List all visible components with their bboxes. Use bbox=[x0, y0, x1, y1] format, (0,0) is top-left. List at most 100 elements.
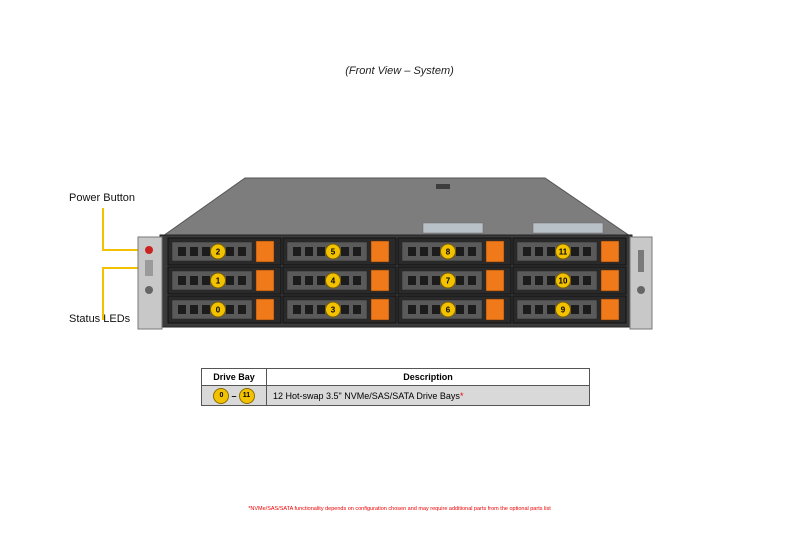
vent-slot bbox=[293, 305, 301, 314]
drive-latch bbox=[255, 269, 275, 292]
bay-number-label: 6 bbox=[446, 306, 451, 315]
vent-slot bbox=[523, 305, 531, 314]
bay-number-label: 9 bbox=[561, 306, 566, 315]
bay-number-label: 4 bbox=[331, 277, 336, 286]
drive-bay[interactable]: 10 bbox=[512, 266, 627, 295]
bay-number-badge bbox=[440, 243, 456, 260]
vent-slot bbox=[353, 305, 361, 314]
vent-slot bbox=[226, 305, 234, 314]
table-row: 0–11 12 Hot-swap 3.5" NVMe/SAS/SATA Driv… bbox=[201, 385, 590, 406]
drive-bay[interactable]: 8 bbox=[397, 237, 512, 266]
vent-slot bbox=[432, 247, 440, 256]
bay-number-label: 7 bbox=[446, 277, 451, 286]
vent-slot bbox=[305, 276, 313, 285]
bay-number-label: 2 bbox=[216, 248, 221, 257]
description-text: 12 Hot-swap 3.5" NVMe/SAS/SATA Drive Bay… bbox=[273, 390, 460, 401]
bay-number-label: 3 bbox=[331, 306, 336, 315]
drive-latch bbox=[485, 269, 505, 292]
drive-latch bbox=[485, 240, 505, 263]
vent-slot bbox=[583, 247, 591, 256]
power-button-label: Power Button bbox=[69, 192, 136, 204]
vent-slot bbox=[432, 276, 440, 285]
vent-slot bbox=[341, 276, 349, 285]
table-header-row: Drive Bay Description bbox=[201, 368, 590, 386]
vent-slot bbox=[432, 305, 440, 314]
vent-slot bbox=[420, 305, 428, 314]
bay-number-label: 8 bbox=[446, 248, 451, 257]
drive-bay[interactable]: 1 bbox=[167, 266, 282, 295]
drive-bay-table: Drive Bay Description 0–11 12 Hot-swap 3… bbox=[201, 368, 590, 406]
vent-slot bbox=[547, 305, 555, 314]
bay-number-badge bbox=[555, 301, 571, 318]
vent-slot bbox=[456, 247, 464, 256]
vent-slot bbox=[238, 305, 246, 314]
drive-bay[interactable]: 4 bbox=[282, 266, 397, 295]
vent-slot bbox=[535, 247, 543, 256]
vent-slot bbox=[226, 247, 234, 256]
vent-slot bbox=[408, 276, 416, 285]
power-button-icon bbox=[145, 246, 153, 254]
drive-bay[interactable]: 3 bbox=[282, 295, 397, 324]
drive-latch bbox=[485, 298, 505, 321]
range-separator: – bbox=[231, 390, 237, 401]
column-header-description: Description bbox=[266, 368, 590, 386]
bay-badge-start: 0 bbox=[213, 387, 230, 404]
vent-slot bbox=[190, 305, 198, 314]
bay-number-label: 1 bbox=[216, 277, 221, 286]
vent-slot bbox=[305, 305, 313, 314]
drive-bay[interactable]: 7 bbox=[397, 266, 512, 295]
description-cell: 12 Hot-swap 3.5" NVMe/SAS/SATA Drive Bay… bbox=[266, 385, 590, 406]
bay-number-label: 5 bbox=[331, 248, 336, 257]
bay-number-label: 0 bbox=[216, 306, 221, 315]
status-leds-label: Status LEDs bbox=[69, 313, 131, 325]
drive-bay[interactable]: 11 bbox=[512, 237, 627, 266]
vent-slot bbox=[468, 305, 476, 314]
vent-slot bbox=[341, 305, 349, 314]
bay-number-badge bbox=[555, 272, 571, 289]
description-asterisk: * bbox=[459, 390, 464, 401]
drive-bay[interactable]: 6 bbox=[397, 295, 512, 324]
vent-slot bbox=[583, 276, 591, 285]
vent-slot bbox=[468, 247, 476, 256]
bay-number-badge bbox=[440, 272, 456, 289]
drive-bay-range: 0–11 bbox=[201, 385, 267, 406]
vent-slot bbox=[571, 247, 579, 256]
vent-slot bbox=[420, 247, 428, 256]
vent-slot bbox=[238, 276, 246, 285]
vent-slot bbox=[547, 247, 555, 256]
footnote: *NVMe/SAS/SATA functionality depends on … bbox=[248, 506, 551, 512]
vent-slot bbox=[583, 305, 591, 314]
vent-slot bbox=[178, 305, 186, 314]
vent-slot bbox=[202, 276, 210, 285]
vent-slot bbox=[293, 276, 301, 285]
drive-bay[interactable]: 5 bbox=[282, 237, 397, 266]
vent-slot bbox=[190, 247, 198, 256]
vent-slot bbox=[190, 276, 198, 285]
vent-slot bbox=[202, 247, 210, 256]
drive-latch bbox=[255, 298, 275, 321]
bay-number-badge bbox=[325, 301, 341, 318]
drive-latch bbox=[370, 269, 390, 292]
bay-number-badge bbox=[325, 272, 341, 289]
bay-number-label: 11 bbox=[559, 248, 568, 257]
vent-slot bbox=[408, 247, 416, 256]
vent-slot bbox=[353, 276, 361, 285]
vent-slot bbox=[547, 276, 555, 285]
drive-bay[interactable]: 0 bbox=[167, 295, 282, 324]
status-leds-icon bbox=[145, 260, 153, 276]
vent-slot bbox=[571, 276, 579, 285]
vent-slot bbox=[317, 276, 325, 285]
drive-bay[interactable]: 2 bbox=[167, 237, 282, 266]
drive-bay[interactable]: 9 bbox=[512, 295, 627, 324]
vent-slot bbox=[468, 276, 476, 285]
drive-latch bbox=[370, 240, 390, 263]
vent-slot bbox=[317, 247, 325, 256]
vent-slot bbox=[523, 247, 531, 256]
vent-slot bbox=[202, 305, 210, 314]
callout-lines bbox=[102, 208, 138, 320]
vent-slot bbox=[341, 247, 349, 256]
vent-slot bbox=[305, 247, 313, 256]
drive-latch bbox=[600, 240, 620, 263]
vent-slot bbox=[420, 276, 428, 285]
